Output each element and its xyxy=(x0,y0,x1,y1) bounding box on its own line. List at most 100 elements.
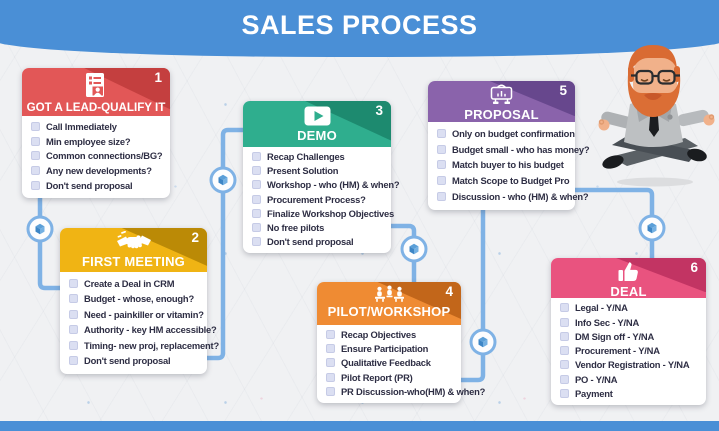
checkbox[interactable] xyxy=(437,160,446,170)
checkbox[interactable] xyxy=(31,136,40,146)
checklist-item-label: Create a Deal in CRM xyxy=(84,277,175,289)
checkbox[interactable] xyxy=(31,121,40,131)
checklist-item: PO - Y/NA xyxy=(560,374,702,385)
checklist-item-label: Recap Challenges xyxy=(267,151,345,163)
checkbox[interactable] xyxy=(437,192,446,202)
checklist-item-label: PR Discussion-who(HM) & when? xyxy=(341,385,486,397)
checklist-item-label: Any new developments? xyxy=(46,165,152,177)
checklist-item-label: Procurement - Y/NA xyxy=(575,345,660,356)
checklist-item: Match buyer to his budget xyxy=(437,159,571,170)
checklist-item: No free pilots xyxy=(252,222,387,233)
step-number: 6 xyxy=(690,260,698,275)
checklist-item-label: Info Sec - Y/NA xyxy=(575,316,640,328)
checklist-item-label: Timing- new proj, replacement? xyxy=(84,339,219,351)
checkbox[interactable] xyxy=(437,128,446,138)
checkbox[interactable] xyxy=(560,388,569,398)
presentation-board-icon xyxy=(428,81,575,105)
step-title: PROPOSAL xyxy=(464,107,539,122)
step-number: 4 xyxy=(445,284,453,299)
checkbox[interactable] xyxy=(252,152,261,162)
checkbox[interactable] xyxy=(252,236,261,246)
connector-2-3 xyxy=(207,127,243,361)
checkbox[interactable] xyxy=(69,356,78,366)
cube-icon xyxy=(209,166,237,194)
checkbox[interactable] xyxy=(69,340,78,350)
checklist-item-label: Procurement Process? xyxy=(267,193,366,205)
checkbox[interactable] xyxy=(252,222,261,232)
checkbox[interactable] xyxy=(326,358,335,368)
checklist-item: Vendor Registration - Y/NA xyxy=(560,359,702,370)
connector-3-4 xyxy=(391,223,417,282)
checkbox[interactable] xyxy=(31,166,40,176)
meditating-businessman-illustration xyxy=(598,45,715,187)
checklist-item-label: Don't send proposal xyxy=(267,235,354,247)
workshop-people-icon xyxy=(317,282,461,302)
checklist-item: Info Sec - Y/NA xyxy=(560,317,702,328)
checklist-item-label: Don't send proposal xyxy=(84,355,171,367)
checklist-item: Create a Deal in CRM xyxy=(69,278,203,289)
step-card-got-a-lead: 1 GOT A LEAD-QUALIFY IT Call Immediately… xyxy=(22,68,170,198)
checkbox[interactable] xyxy=(326,386,335,396)
step-card-proposal: 5 PROPOSAL Only on budget confirmation B… xyxy=(428,81,590,210)
checklist-item: Ensure Participation xyxy=(326,343,457,354)
checkbox[interactable] xyxy=(252,208,261,218)
checkbox[interactable] xyxy=(437,144,446,154)
checklist-item: Procurement - Y/NA xyxy=(560,345,702,356)
footer-bar xyxy=(0,421,719,431)
connector-nodes xyxy=(26,166,666,356)
cube-icon xyxy=(26,215,54,243)
checklist-item-label: Match Scope to Budget Pro xyxy=(452,175,570,187)
checkbox[interactable] xyxy=(560,374,569,384)
checklist-item: Pilot Report (PR) xyxy=(326,372,457,383)
checkbox[interactable] xyxy=(437,176,446,186)
checklist-item-label: Common connections/BG? xyxy=(46,150,163,162)
connector-5-6 xyxy=(575,187,655,258)
checklist-item-label: Min employee size? xyxy=(46,135,131,147)
checklist-item: Don't send proposal xyxy=(31,180,166,191)
checklist-item-label: Present Solution xyxy=(267,165,339,177)
checklist-item-label: PO - Y/NA xyxy=(575,373,618,385)
checkbox[interactable] xyxy=(69,325,78,335)
checklist-item-label: Pilot Report (PR) xyxy=(341,371,413,383)
checklist-item-label: Vendor Registration - Y/NA xyxy=(575,359,690,371)
checklist-item: Present Solution xyxy=(252,165,387,176)
checkbox[interactable] xyxy=(560,317,569,327)
checklist-item: Any new developments? xyxy=(31,165,166,176)
checklist-item: Call Immediately xyxy=(31,121,166,132)
lead-profile-icon xyxy=(22,68,170,99)
checkbox[interactable] xyxy=(69,294,78,304)
checkbox[interactable] xyxy=(31,151,40,161)
checklist-item-label: Authority - key HM accessible? xyxy=(84,324,217,336)
checklist-item-label: Legal - Y/NA xyxy=(575,302,628,314)
checkbox[interactable] xyxy=(560,303,569,313)
checkbox[interactable] xyxy=(69,278,78,288)
step-card-demo: 3 DEMO Recap Challenges Present Solution… xyxy=(243,101,400,253)
checkbox[interactable] xyxy=(326,344,335,354)
checklist-item: Recap Objectives xyxy=(326,329,457,340)
step-card-pilot-workshop: 4 PILOT/WORKSHOP Recap Objectives Ensure… xyxy=(317,282,485,403)
page-title: SALES PROCESS xyxy=(241,10,478,40)
checklist-item: Common connections/BG? xyxy=(31,150,166,161)
checkbox[interactable] xyxy=(252,180,261,190)
checklist-item: Match Scope to Budget Pro xyxy=(437,175,571,186)
checkbox[interactable] xyxy=(31,181,40,191)
checkbox[interactable] xyxy=(326,330,335,340)
checkbox[interactable] xyxy=(69,309,78,319)
checklist-item-label: Need - painkiller or vitamin? xyxy=(84,308,204,320)
checkbox[interactable] xyxy=(560,331,569,341)
checkbox[interactable] xyxy=(560,346,569,355)
checklist-item: Don't send proposal xyxy=(69,355,203,366)
step-title: PILOT/WORKSHOP xyxy=(327,304,451,319)
checklist-item-label: Payment xyxy=(575,387,613,399)
checkbox[interactable] xyxy=(560,360,569,370)
checklist-item: Authority - key HM accessible? xyxy=(69,324,217,335)
checklist-item: Budget - whose, enough? xyxy=(69,293,203,304)
checklist-item: Legal - Y/NA xyxy=(560,302,702,313)
checkbox[interactable] xyxy=(252,166,261,176)
step-title: DEMO xyxy=(297,128,337,143)
checkbox[interactable] xyxy=(252,194,261,204)
checkbox[interactable] xyxy=(326,372,335,382)
checklist-item: Finalize Workshop Objectives xyxy=(252,208,394,219)
step-number: 2 xyxy=(191,230,199,245)
